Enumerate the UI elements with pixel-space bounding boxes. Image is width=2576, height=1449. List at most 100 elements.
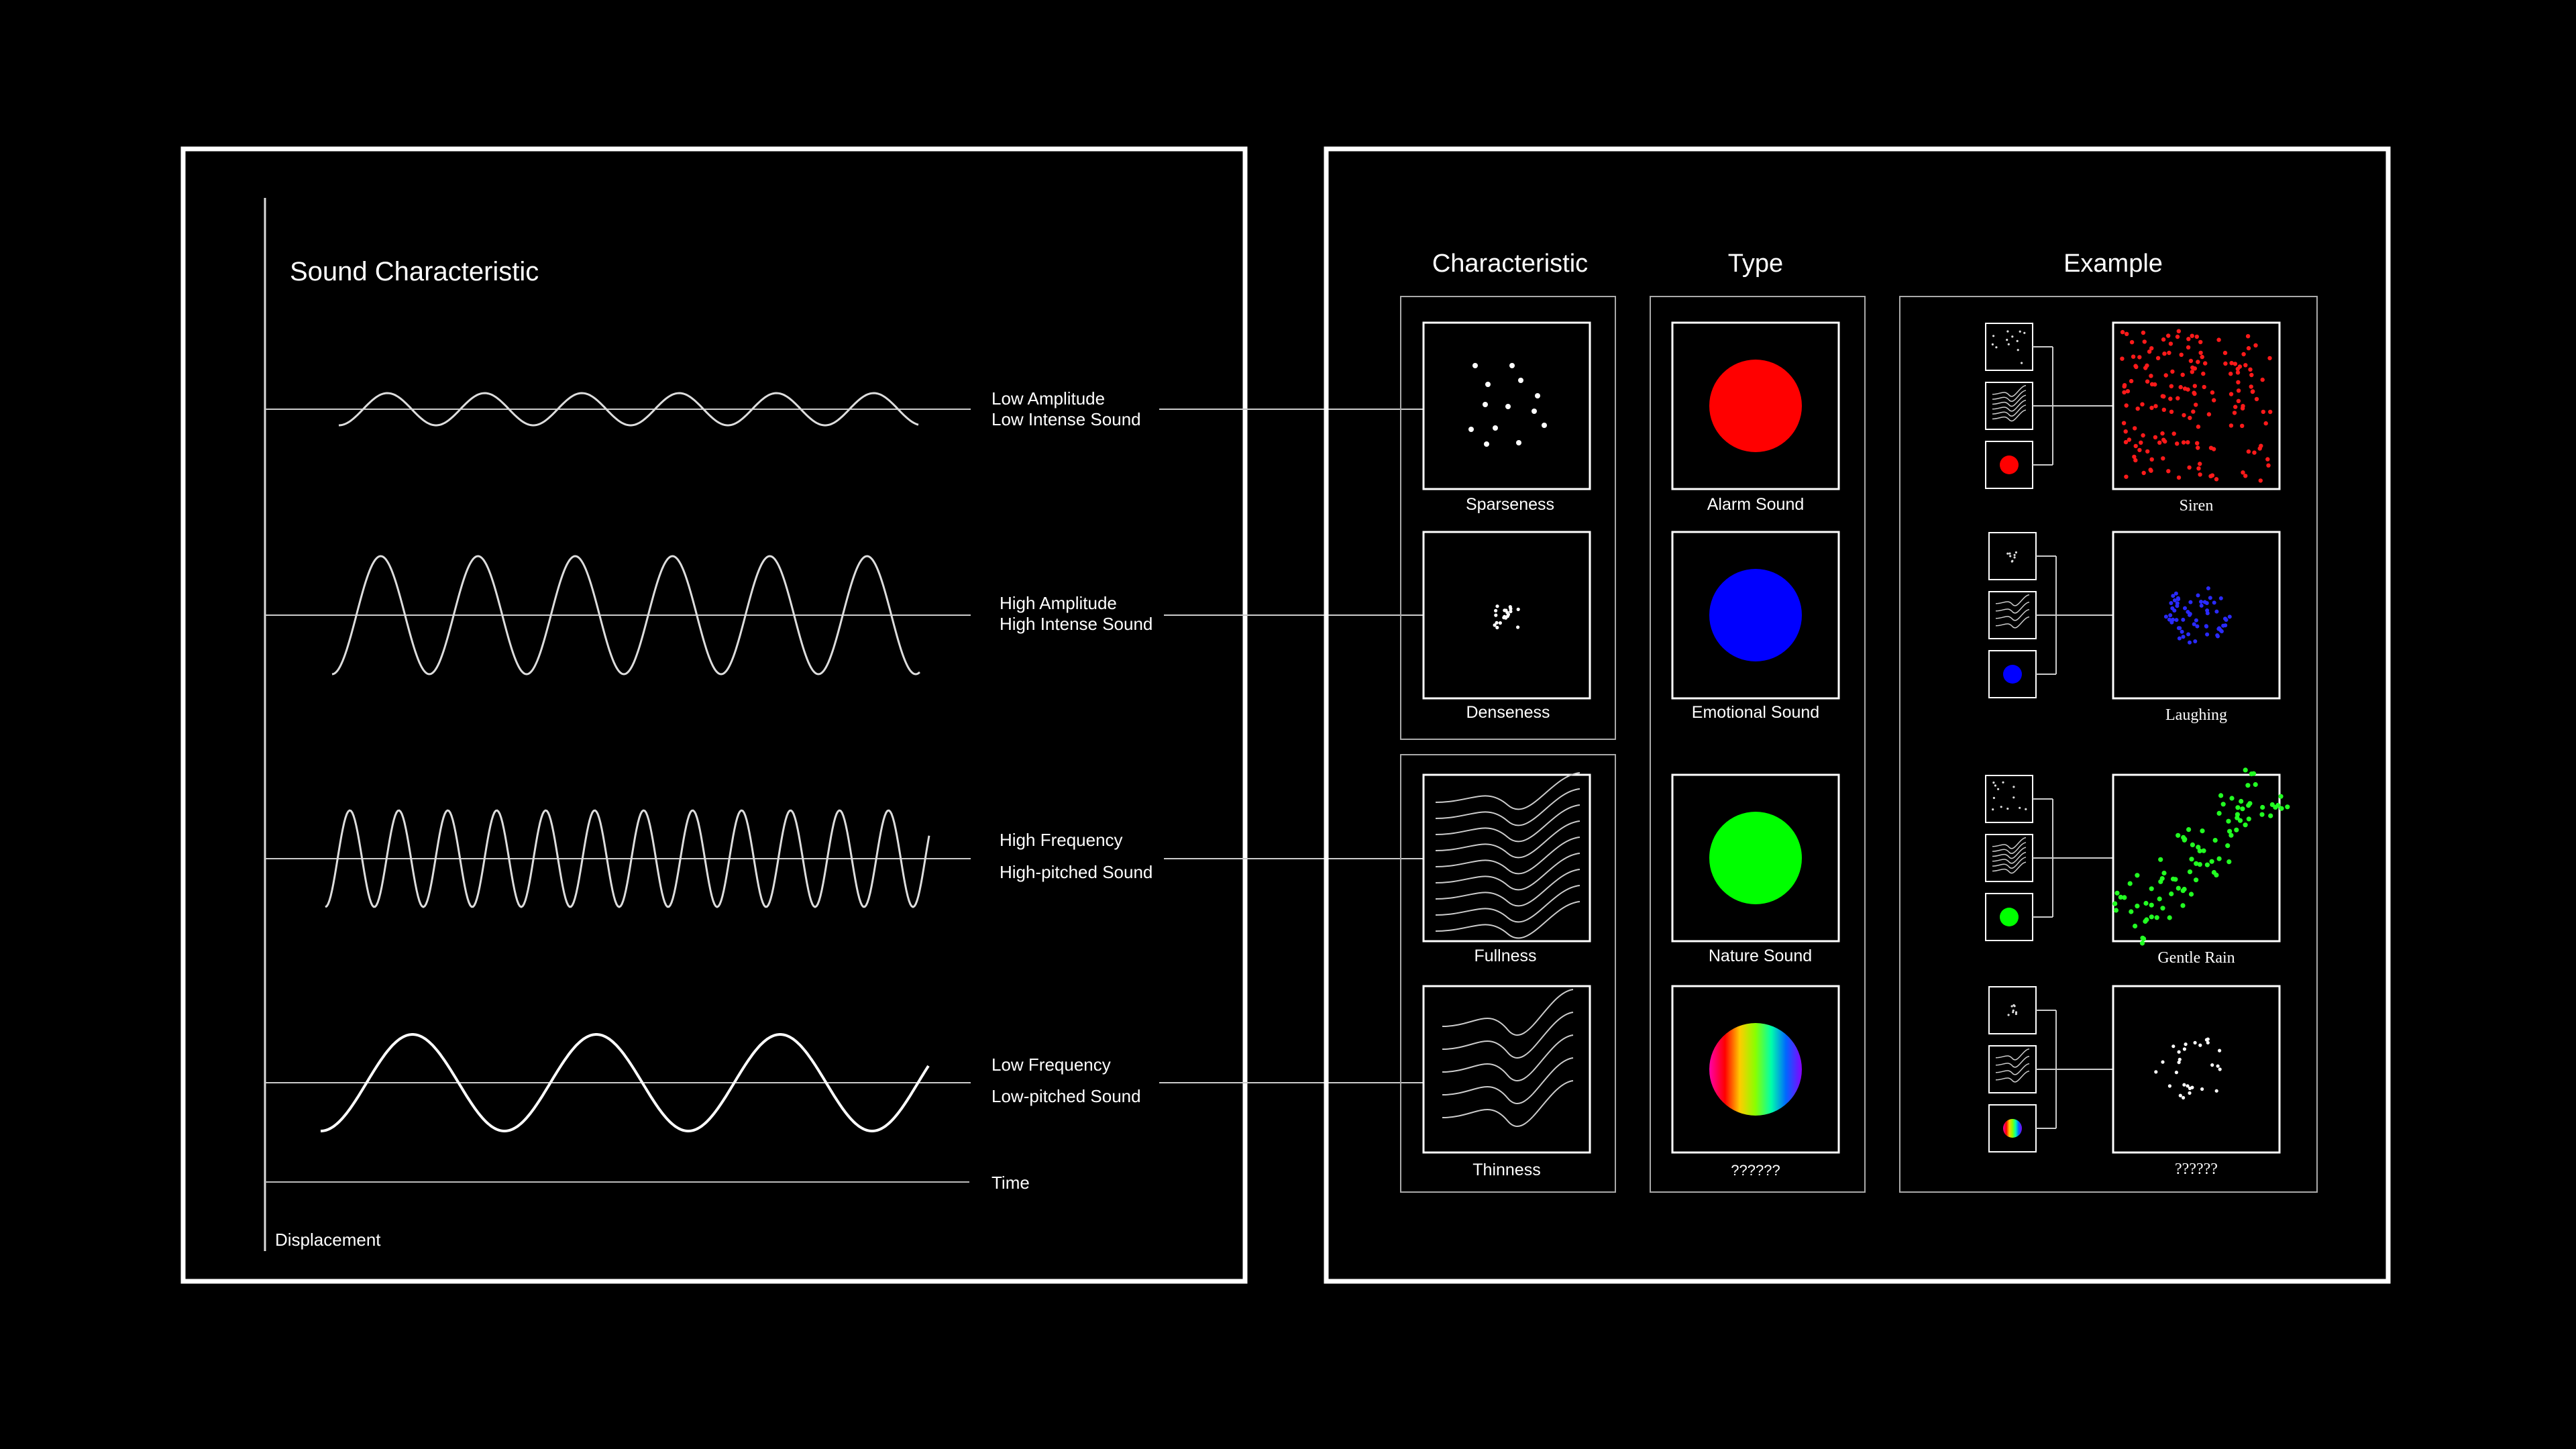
example-box <box>2112 773 2281 943</box>
characteristic-label: Sparseness <box>1466 495 1554 514</box>
example-dot <box>2221 623 2226 628</box>
type-column-frame <box>1650 296 1866 1193</box>
example-dot <box>2174 618 2179 623</box>
dot <box>1509 363 1515 368</box>
dot <box>1494 613 1498 617</box>
example-dot <box>2235 812 2240 817</box>
example-dot <box>2189 857 2194 862</box>
example-dot <box>2232 411 2237 415</box>
example-dot <box>2133 923 2138 929</box>
example-dot <box>2206 586 2210 590</box>
example-dot <box>2235 370 2241 375</box>
amplitude-group-frame <box>1400 296 1616 740</box>
example-dot <box>2139 440 2143 445</box>
example-dot <box>2248 367 2253 372</box>
example-dot <box>2187 465 2192 470</box>
example-dot <box>2123 429 2128 434</box>
high-frequency-row: High Frequency High-pitched Sound <box>265 809 1424 908</box>
example-dot <box>2259 812 2265 817</box>
dot <box>2010 1005 2013 1008</box>
example-dot <box>2122 390 2127 394</box>
example-dot <box>2241 352 2246 357</box>
example-dot <box>2169 601 2174 605</box>
example-dot <box>2192 390 2196 395</box>
characteristic-label: Fullness <box>1474 947 1536 965</box>
example-dot <box>2204 601 2209 605</box>
example-dot <box>2259 443 2263 448</box>
example-dot <box>2198 472 2202 477</box>
dot <box>1542 423 1547 428</box>
dot <box>2012 796 2015 799</box>
example-dot <box>2214 872 2219 877</box>
dot <box>2015 551 2017 554</box>
example-dot <box>2249 372 2254 378</box>
example-column-frame <box>1899 296 2318 1193</box>
dot <box>1505 614 1509 619</box>
example-dot <box>2170 369 2175 374</box>
example-dot <box>2203 361 2208 366</box>
example-dot <box>2246 816 2251 822</box>
example-dot <box>2176 833 2181 838</box>
dot <box>1468 427 1474 432</box>
example-dot <box>2267 356 2272 361</box>
example-dot <box>2243 767 2248 773</box>
example-dot <box>2223 361 2228 366</box>
example-dot <box>2163 373 2168 378</box>
characteristic-fullness: Fullness <box>1422 772 1591 965</box>
example-dot <box>2135 904 2140 909</box>
example-group: ?????? <box>1988 985 2281 1178</box>
rainbow-circle-icon <box>1709 1023 1802 1116</box>
example-dot <box>2198 339 2203 345</box>
high-amplitude-row: High Amplitude High Intense Sound <box>265 555 1424 676</box>
example-dot <box>2240 806 2245 812</box>
contour-line <box>1435 885 1580 923</box>
contour-line <box>1992 405 2027 417</box>
dot <box>1997 788 2000 790</box>
example-dot <box>2229 372 2233 376</box>
contour-line <box>1442 989 1574 1036</box>
example-dot <box>2167 350 2171 356</box>
dot <box>2013 556 2016 559</box>
dot <box>1518 378 1523 383</box>
example-dot <box>2236 380 2241 384</box>
example-dot <box>2253 782 2258 788</box>
example-dot <box>2243 363 2248 368</box>
example-dot <box>2220 802 2226 807</box>
dot <box>1484 441 1489 447</box>
characteristic-label: Thinness <box>1472 1161 1540 1179</box>
contour-line <box>1992 861 2027 874</box>
contour-line <box>1435 901 1580 939</box>
example-dot <box>2167 915 2172 920</box>
example-label: Gentle Rain <box>2157 949 2235 967</box>
example-group: Gentle Rain <box>1985 767 2290 967</box>
right-panel-frame <box>1324 146 2391 1284</box>
example-dot <box>2125 389 2131 394</box>
dot <box>2021 362 2023 364</box>
contour-line <box>1995 616 2030 629</box>
time-axis-label: Time <box>991 1173 1030 1193</box>
example-dot <box>2149 346 2154 351</box>
example-dot <box>2123 439 2129 445</box>
high-frequency-wave <box>325 809 930 908</box>
dot <box>2011 335 2014 338</box>
example-dot <box>2161 456 2165 461</box>
dot <box>2017 349 2019 352</box>
example-dot <box>2208 596 2212 600</box>
dot <box>2007 343 2010 345</box>
contour-line <box>1435 820 1580 859</box>
example-dot <box>2149 902 2154 908</box>
example-dot <box>2204 624 2208 629</box>
wave-label-line1: High Amplitude <box>1000 593 1117 613</box>
example-dot <box>2118 894 2123 900</box>
dot <box>2009 555 2012 557</box>
example-dot <box>2245 334 2251 339</box>
example-dot <box>2172 608 2177 613</box>
example-dot <box>2217 626 2222 631</box>
dot <box>1994 784 1996 787</box>
example-dot <box>2182 413 2186 418</box>
example-dot <box>2149 405 2154 411</box>
example-dot <box>2216 810 2222 816</box>
dot <box>2008 552 2011 555</box>
example-dot <box>2172 598 2177 602</box>
dot <box>2010 560 2013 563</box>
